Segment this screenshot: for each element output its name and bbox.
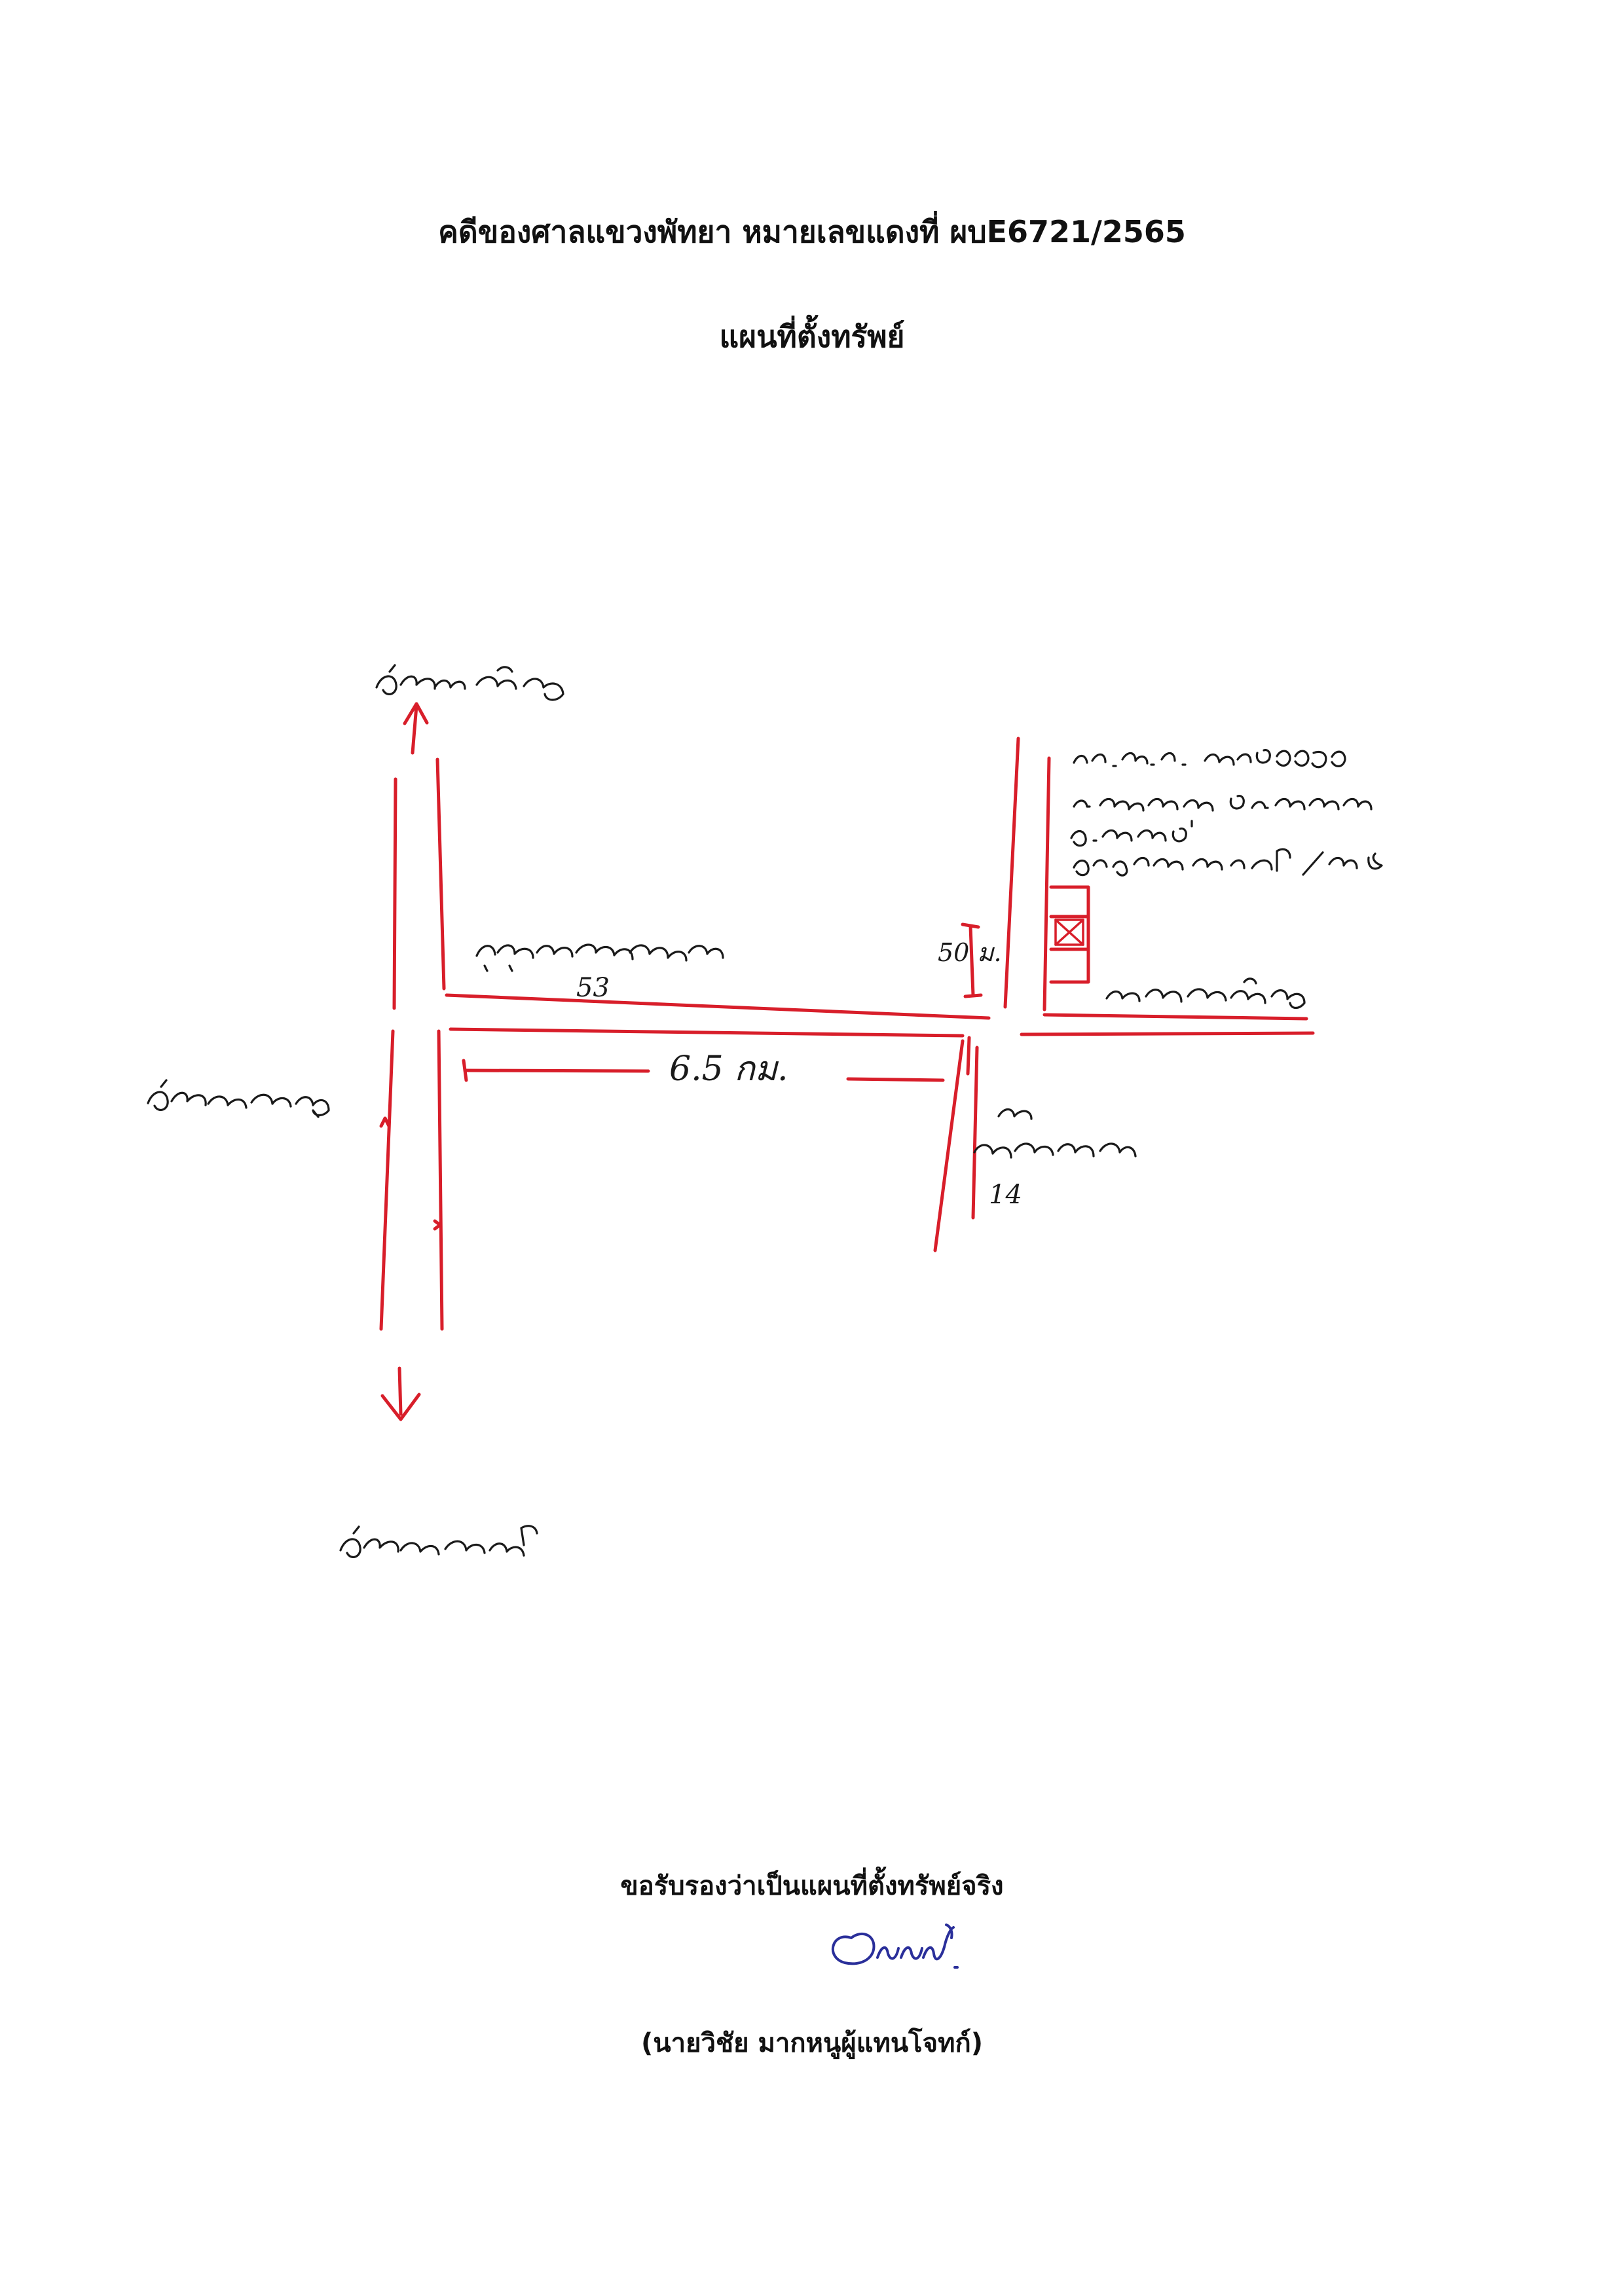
soi-14-label: 14 (973, 1108, 1137, 1210)
distance-line (462, 1059, 945, 1082)
distance-measure-marker (961, 922, 983, 998)
sukhumvit-road-label: 53 (475, 943, 724, 1003)
soi-number-label: 53 (576, 973, 610, 1003)
south-direction-label (339, 1525, 538, 1559)
side-road-number-label: 14 (989, 1180, 1022, 1210)
distance-to-property-label: 50 ม. (938, 938, 1002, 967)
distance-label: 6.5 กม. (669, 1049, 788, 1089)
case-heading: คดีของศาลแขวงพัทยา หมายเลขแดงที่ ผบE6721… (438, 214, 1186, 249)
signature (832, 1923, 959, 1969)
main-north-south-road (379, 757, 446, 1331)
north-arrow (403, 702, 429, 755)
central-direction-label (147, 1079, 330, 1118)
property-description-notes (1070, 749, 1383, 877)
side-road-label (1105, 977, 1306, 1010)
soi-14-road (933, 1036, 979, 1252)
north-direction-label (375, 664, 564, 701)
map-title: แผนที่ตั้งทรัพย์ (719, 319, 905, 354)
side-road-vertical (1003, 737, 1051, 1011)
south-arrow (380, 1366, 421, 1421)
certification-text: ขอรับรองว่าเป็นแผนที่ตั้งทรัพย์จริง (620, 1871, 1004, 1901)
sukhumvit-road (445, 993, 1315, 1038)
signer-name: (นายวิชัย มากหนูผู้แทนโจทก์) (641, 2028, 983, 2058)
property-marker (1049, 885, 1090, 984)
